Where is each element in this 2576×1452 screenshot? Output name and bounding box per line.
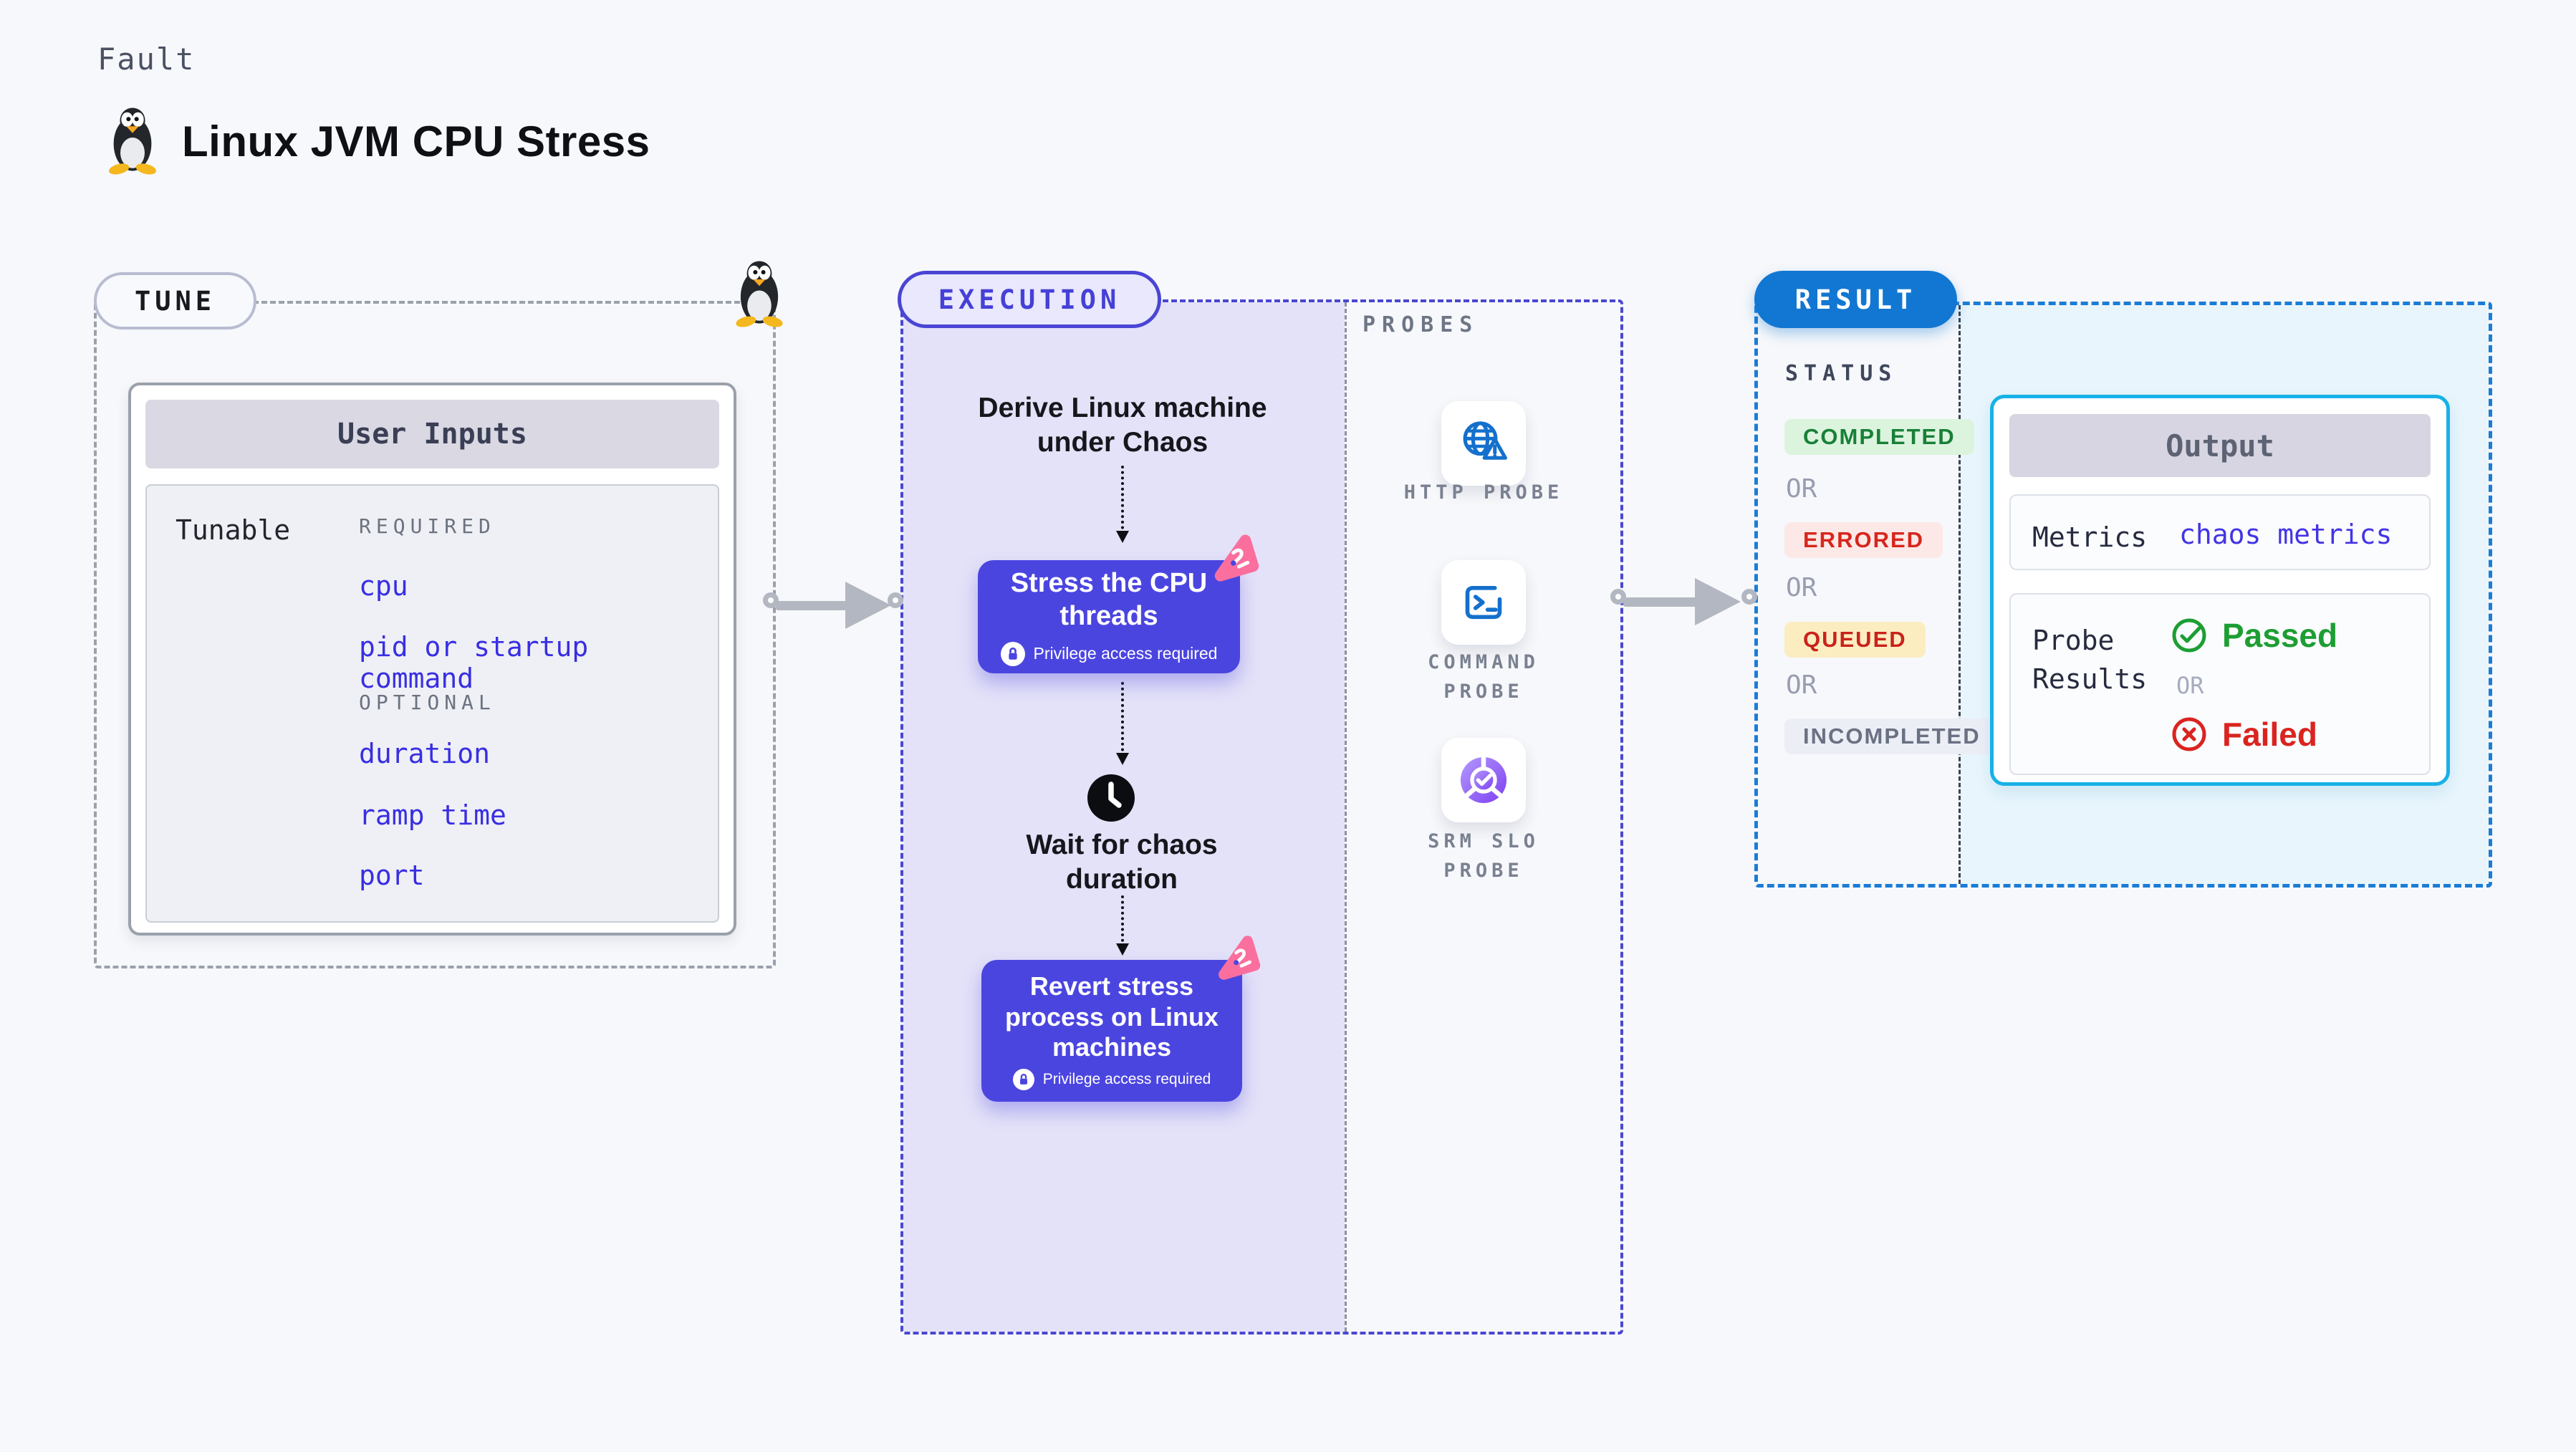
srm-slo-probe-label: SRM SLO PROBE	[1428, 830, 1539, 882]
connector-endpoint	[1610, 589, 1626, 605]
fault-eyebrow: Fault	[97, 42, 196, 77]
metrics-value-link[interactable]: chaos metrics	[2179, 519, 2393, 550]
flow-arrow-down-icon	[1116, 682, 1129, 765]
status-badge-incompleted: INCOMPLETED	[1784, 718, 1999, 754]
step-derive-machine: Derive Linux machine under Chaos	[978, 393, 1267, 458]
tunable-port[interactable]: port	[359, 860, 425, 891]
stress-cpu-title: Stress the CPU threads	[1010, 568, 1208, 631]
required-group-label: REQUIRED	[359, 514, 496, 538]
or-separator: OR	[1786, 670, 1817, 700]
status-badge-completed: COMPLETED	[1784, 419, 1974, 455]
command-probe-card	[1441, 560, 1526, 645]
or-separator: OR	[1786, 474, 1817, 504]
page-title: Linux JVM CPU Stress	[182, 117, 650, 165]
page-header: Linux JVM CPU Stress	[105, 106, 650, 176]
clock-icon	[1087, 774, 1135, 822]
or-separator: OR	[1786, 573, 1817, 602]
result-badge: RESULT	[1754, 271, 1957, 328]
passed-result: Passed	[2171, 616, 2337, 655]
status-badge-queued: QUEUED	[1784, 622, 1926, 658]
tunable-pid-or-startup-command[interactable]: pid or startup command	[359, 631, 589, 694]
privilege-note: Privilege access required	[1000, 641, 1218, 666]
connector-line	[776, 601, 850, 610]
status-badge-errored: ERRORED	[1784, 522, 1943, 558]
output-header: Output	[2009, 414, 2431, 477]
connector-arrowhead	[1695, 578, 1741, 625]
or-separator: OR	[2176, 672, 2204, 699]
probe-results-row: Probe Results Passed OR Failed	[2009, 593, 2431, 775]
tux-penguin-icon	[107, 107, 158, 176]
execution-badge: EXECUTION	[898, 271, 1161, 328]
privilege-note: Privilege access required	[1012, 1068, 1211, 1090]
http-probe-label: HTTP PROBE	[1403, 481, 1564, 504]
command-probe-label: COMMAND PROBE	[1428, 651, 1539, 703]
lock-icon	[1012, 1068, 1034, 1090]
connector-arrowhead	[845, 582, 891, 629]
connector-line	[1623, 597, 1699, 607]
tux-penguin-icon	[734, 261, 784, 329]
x-circle-icon	[2172, 717, 2206, 751]
flow-arrow-down-icon	[1116, 466, 1129, 543]
flow-arrow-down-icon	[1116, 895, 1129, 956]
lock-icon	[1000, 641, 1025, 666]
probes-panel	[1345, 302, 1620, 1332]
check-circle-icon	[2172, 618, 2206, 653]
connector-endpoint	[763, 592, 779, 608]
metrics-row: Metrics chaos metrics	[2009, 494, 2431, 570]
globe-alert-icon	[1463, 421, 1507, 460]
privilege-note-text: Privilege access required	[1033, 644, 1218, 663]
tune-region	[94, 301, 776, 968]
terminal-icon	[1465, 585, 1502, 620]
step-wait-duration: Wait for chaos duration	[1026, 830, 1218, 895]
privilege-note-text: Privilege access required	[1042, 1070, 1211, 1087]
srm-slo-probe-card	[1441, 738, 1526, 822]
connector-endpoint	[1741, 589, 1757, 605]
user-inputs-card: User Inputs Tunable REQUIRED cpu pid or …	[128, 383, 736, 936]
user-inputs-header: User Inputs	[145, 400, 719, 468]
user-inputs-body: Tunable REQUIRED cpu pid or startup comm…	[145, 484, 719, 923]
chaos-spark-icon	[1204, 532, 1261, 584]
output-card: Output Metrics chaos metrics Probe Resul…	[1990, 395, 2450, 786]
tunable-label: Tunable	[176, 514, 291, 546]
probe-results-label: Probe Results	[2032, 625, 2148, 695]
tunable-ramp-time[interactable]: ramp time	[359, 799, 506, 831]
optional-group-label: OPTIONAL	[359, 691, 496, 714]
failed-text: Failed	[2222, 716, 2317, 753]
metrics-label: Metrics	[2032, 521, 2148, 553]
connector-endpoint	[888, 592, 903, 608]
status-label: STATUS	[1785, 361, 1898, 386]
slo-pie-check-icon	[1460, 756, 1507, 804]
tunable-duration[interactable]: duration	[359, 738, 491, 769]
probes-label: PROBES	[1363, 312, 1479, 337]
tune-badge: TUNE	[94, 272, 256, 330]
revert-stress-title: Revert stress process on Linux machines	[1004, 971, 1219, 1062]
revert-stress-node[interactable]: Revert stress process on Linux machines …	[981, 960, 1242, 1102]
tunable-cpu[interactable]: cpu	[359, 570, 408, 602]
chaos-spark-icon	[1208, 933, 1263, 983]
stress-cpu-node[interactable]: Stress the CPU threads Privilege access …	[978, 560, 1240, 673]
failed-result: Failed	[2171, 715, 2337, 754]
http-probe-card	[1441, 401, 1526, 486]
passed-text: Passed	[2222, 617, 2338, 654]
